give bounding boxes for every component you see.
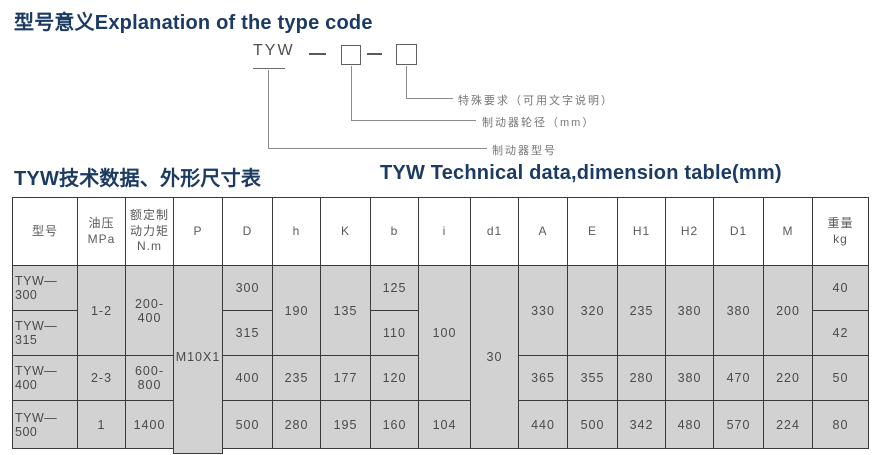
cell-oil: 1-2 — [77, 265, 126, 356]
header-d1-cap: D1 — [713, 197, 764, 266]
cell-oil: 1 — [77, 400, 126, 449]
cell-A: 330 — [518, 265, 568, 356]
callout-line-special — [406, 66, 453, 99]
cell-torque: 1400 — [125, 400, 174, 449]
type-code-box-special — [396, 44, 417, 65]
cell-D1: 570 — [713, 400, 764, 449]
cell-D: 500 — [222, 400, 273, 449]
header-weight: 重量 kg — [812, 197, 869, 266]
header-row: 型号 油压 MPa 额定制 动力矩 N.m P D h K b i d1 A E… — [12, 197, 869, 266]
table-title-en: TYW Technical data,dimension table(mm) — [380, 162, 782, 184]
header-k: K — [320, 197, 371, 266]
cell-H1: 280 — [617, 355, 666, 401]
header-p: P — [173, 197, 223, 266]
technical-data-table: 型号 油压 MPa 额定制 动力矩 N.m P D h K b i d1 A E… — [12, 197, 869, 449]
cell-weight: 50 — [812, 355, 869, 401]
cell-h: 280 — [272, 400, 321, 449]
header-oil-pressure: 油压 MPa — [77, 197, 126, 266]
header-m: M — [763, 197, 813, 266]
cell-M: 220 — [763, 355, 813, 401]
cell-A: 365 — [518, 355, 568, 401]
cell-d1: 30 — [470, 265, 519, 449]
type-code-underline — [253, 68, 285, 69]
table-title-cn: TYW技术数据、外形尺寸表 — [14, 168, 262, 190]
cell-D: 300 — [222, 265, 273, 311]
cell-D: 315 — [222, 310, 273, 356]
cell-H1: 235 — [617, 265, 666, 356]
header-d1-small: d1 — [470, 197, 519, 266]
cell-E: 320 — [567, 265, 618, 356]
dash-separator — [367, 53, 382, 55]
type-code-diagram: TYW 特殊要求（可用文字说明） 制动器轮径（mm） 制动器型号 — [0, 0, 878, 160]
table-row-tyw-500: TYW—500 1 1400 500 280 195 160 104 440 5… — [12, 400, 869, 449]
cell-weight: 40 — [812, 265, 869, 311]
cell-p: M10X1 — [173, 265, 223, 449]
cell-M: 224 — [763, 400, 813, 449]
p-column-overhang — [173, 448, 223, 454]
cell-D1: 470 — [713, 355, 764, 401]
cell-E: 355 — [567, 355, 618, 401]
header-h1: H1 — [617, 197, 666, 266]
cell-weight: 42 — [812, 310, 869, 356]
header-e: E — [567, 197, 618, 266]
cell-A: 440 — [518, 400, 568, 449]
table-row-tyw-315: TYW—315 315 110 42 — [12, 310, 869, 356]
cell-D: 400 — [222, 355, 273, 401]
cell-H2: 380 — [665, 355, 714, 401]
type-code-box-wheel — [341, 45, 361, 65]
callout-label-special-requirements: 特殊要求（可用文字说明） — [458, 95, 614, 107]
cell-model: TYW—300 — [12, 265, 78, 311]
cell-b: 125 — [370, 265, 419, 311]
table-row-tyw-300: TYW—300 1-2 200-400 M10X1 300 190 135 12… — [12, 265, 869, 449]
cell-H1: 342 — [617, 400, 666, 449]
cell-oil: 2-3 — [77, 355, 126, 401]
cell-b: 120 — [370, 355, 419, 401]
dash-separator — [309, 53, 326, 55]
cell-K: 135 — [320, 265, 371, 356]
cell-i: 100 — [418, 265, 471, 401]
callout-line-model — [268, 70, 487, 149]
cell-K: 177 — [320, 355, 371, 401]
cell-weight: 80 — [812, 400, 869, 449]
cell-model: TYW—400 — [12, 355, 78, 401]
callout-line-wheel — [351, 66, 476, 121]
cell-torque: 600-800 — [125, 355, 174, 401]
cell-h: 190 — [272, 265, 321, 356]
cell-model: TYW—315 — [12, 310, 78, 356]
header-h2: H2 — [665, 197, 714, 266]
cell-model: TYW—500 — [12, 400, 78, 449]
cell-K: 195 — [320, 400, 371, 449]
cell-i: 104 — [418, 400, 471, 449]
cell-H2: 480 — [665, 400, 714, 449]
cell-E: 500 — [567, 400, 618, 449]
cell-M: 200 — [763, 265, 813, 356]
header-rated-torque: 额定制 动力矩 N.m — [125, 197, 174, 266]
callout-label-brake-wheel-diameter: 制动器轮径（mm） — [482, 117, 596, 129]
header-model: 型号 — [12, 197, 78, 266]
header-d: D — [222, 197, 273, 266]
header-h: h — [272, 197, 321, 266]
header-b: b — [370, 197, 419, 266]
header-i: i — [418, 197, 471, 266]
cell-H2: 380 — [665, 265, 714, 356]
cell-D1: 380 — [713, 265, 764, 356]
cell-h: 235 — [272, 355, 321, 401]
cell-b: 110 — [370, 310, 419, 356]
header-a: A — [518, 197, 568, 266]
callout-label-brake-model: 制动器型号 — [492, 145, 557, 157]
type-code-text: TYW — [253, 42, 295, 59]
cell-b: 160 — [370, 400, 419, 449]
cell-torque: 200-400 — [125, 265, 174, 356]
page-title-type-code: 型号意义Explanation of the type code — [14, 12, 373, 34]
